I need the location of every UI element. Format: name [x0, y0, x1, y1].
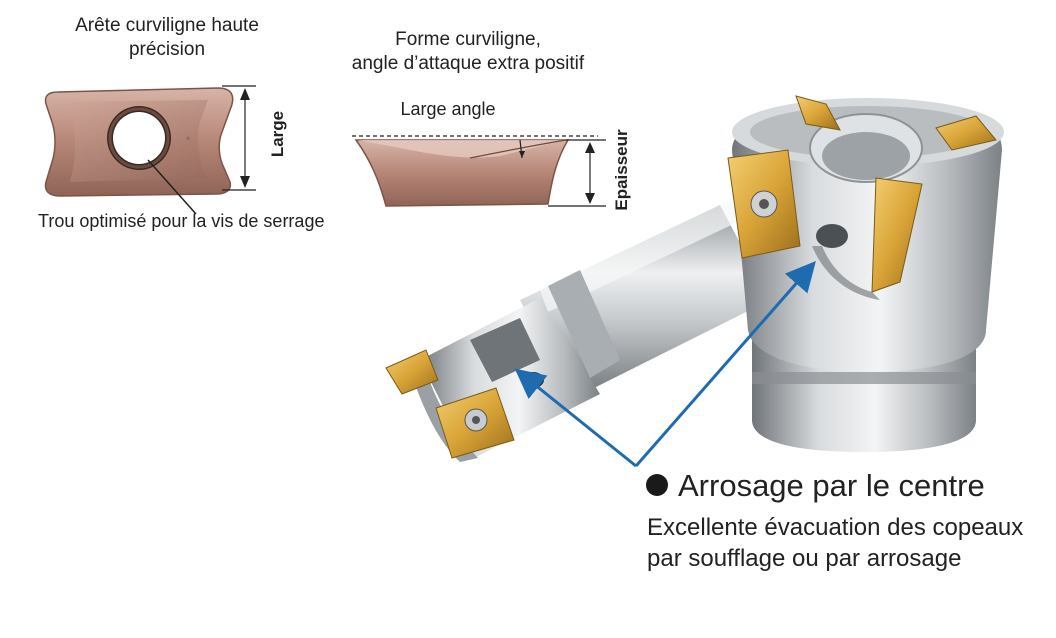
gold-insert-front	[871, 177, 923, 293]
coolant-description: Excellente évacuation des copeaux par so…	[647, 514, 1024, 573]
face-mill-cutter	[727, 95, 1004, 452]
arrow-to-face-mill	[634, 260, 816, 467]
svg-text:◦: ◦	[186, 131, 190, 145]
optimized-hole-label: Trou optimisé pour la vis de serrage	[38, 211, 325, 231]
width-dimension	[222, 85, 256, 191]
hole-leader-line	[147, 159, 197, 215]
insert-side-view	[352, 135, 598, 207]
thickness-label: Epaisseur	[612, 129, 631, 211]
curved-shape-line-2: angle d’attaque extra positif	[351, 53, 585, 75]
insert-edge-label: Arête curviligne haute précision	[75, 15, 259, 61]
coolant-hole-large	[816, 224, 848, 248]
insert-front-view: ◦	[44, 87, 234, 197]
coolant-arrows	[514, 260, 816, 468]
coolant-title: Arrosage par le centre	[646, 468, 985, 504]
gold-insert-top-right	[935, 115, 997, 151]
arrow-to-small-tool	[514, 368, 637, 468]
curved-shape-line-1: Forme curviligne,	[395, 29, 541, 50]
gold-insert-top-left	[795, 95, 841, 131]
thickness-dimension	[548, 139, 606, 207]
width-label: Large	[268, 110, 287, 158]
large-angle-label: Large angle	[400, 99, 496, 119]
curved-shape-label: Forme curviligne, angle d’attaque extra …	[318, 28, 618, 77]
coolant-title-text: Arrosage par le centre	[678, 468, 985, 503]
bullet-dot	[646, 473, 668, 496]
end-mill-tool	[385, 200, 770, 462]
coolant-hole-small	[522, 372, 544, 388]
